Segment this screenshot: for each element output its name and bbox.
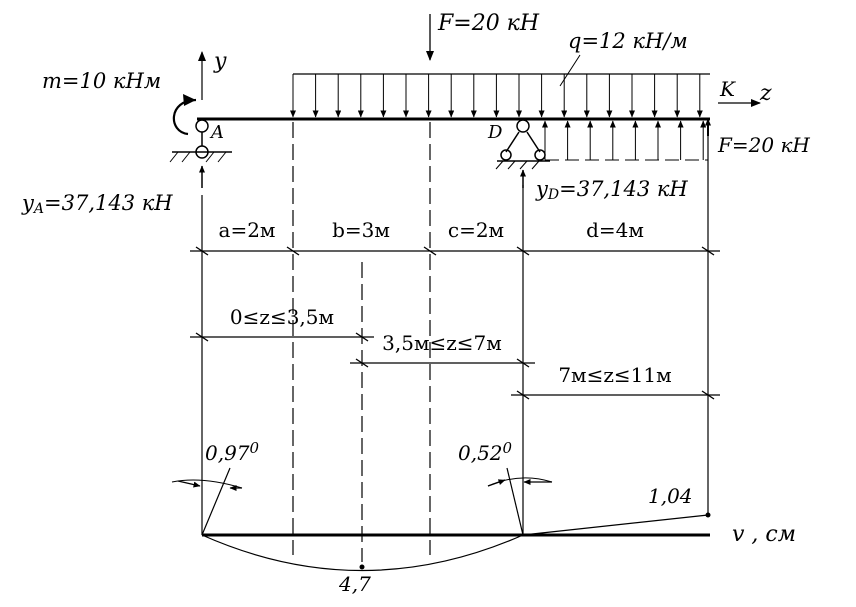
max-deflection-label: 4,7 [338, 572, 371, 596]
reaction-a: yA=37,143 кН [21, 191, 173, 217]
moment-load: m=10 кНм [42, 69, 197, 136]
deflection-axis-label: v , см [732, 522, 796, 547]
force-end-label: F=20 кН [717, 133, 810, 157]
dim-d: d=4м [586, 218, 644, 242]
distributed-load-reflection [542, 120, 708, 161]
z-axis-label: z [759, 81, 772, 106]
y-axis: y [198, 49, 227, 100]
dim-a: a=2м [219, 218, 276, 242]
force-top: F=20 кН [426, 11, 540, 61]
distributed-load [290, 73, 710, 118]
interval-lines [190, 332, 720, 400]
support-a: A [169, 119, 232, 188]
force-end: F=20 кН [705, 118, 810, 157]
reaction-d: yD=37,143 кН [535, 177, 688, 203]
dim-b: b=3м [332, 218, 390, 242]
point-k-label: K [719, 77, 736, 101]
end-deflection-label: 1,04 [648, 484, 693, 508]
distributed-load-label: q=12 кН/м [568, 29, 688, 53]
interval-2: 3,5м≤z≤7м [382, 331, 502, 355]
deflection-diagram [171, 467, 711, 572]
point-d-label: D [487, 122, 503, 143]
z-axis: z K [718, 77, 772, 107]
interval-1: 0≤z≤3,5м [230, 305, 334, 329]
angle-a-label: 0,970 [205, 439, 260, 465]
point-a-label: A [209, 122, 224, 143]
force-top-label: F=20 кН [437, 11, 540, 36]
dim-c: c=2м [448, 218, 504, 242]
interval-3: 7м≤z≤11м [558, 363, 671, 387]
angle-d-label: 0,520 [458, 439, 513, 465]
reference-lines [292, 122, 431, 562]
y-axis-label: y [213, 49, 227, 74]
moment-label: m=10 кНм [42, 69, 161, 93]
support-d: D [487, 119, 550, 188]
